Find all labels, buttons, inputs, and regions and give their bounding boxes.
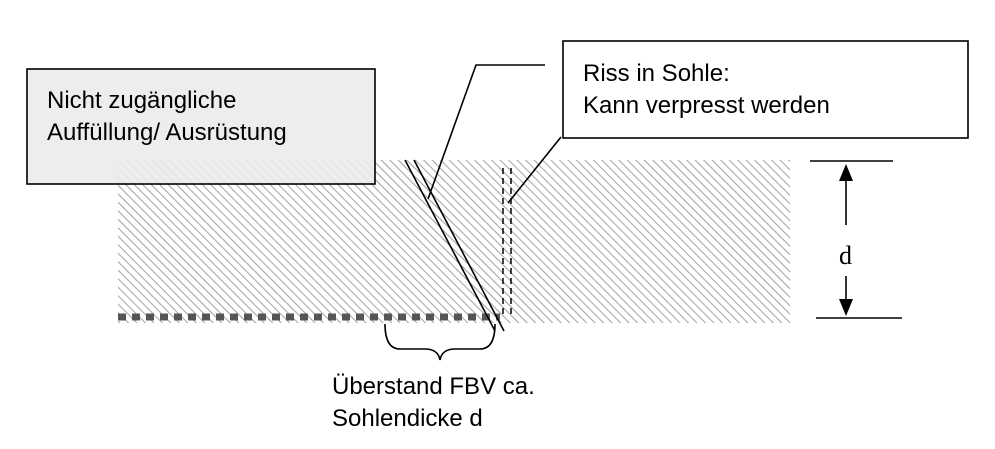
crack-line-right (413, 159, 505, 332)
crack-leader-line (427, 64, 545, 200)
overhang-label-line1: Überstand FBV ca. (332, 373, 535, 400)
thickness-label: d (839, 241, 852, 270)
dimension-down-arrowhead (839, 299, 853, 316)
crack-line-left (404, 159, 496, 332)
overhang-brace (384, 323, 496, 361)
inaccessible-fill-label-line1: Nicht zugängliche (47, 87, 236, 114)
inaccessible-fill-label-line2: Auffüllung/ Ausrüstung (47, 119, 287, 146)
crack-callout-line1: Riss in Sohle: (583, 60, 730, 87)
vertical-crack-leader-line (507, 136, 562, 204)
crack-callout-line2: Kann verpresst werden (583, 92, 830, 119)
inaccessible-fill-box (26, 68, 376, 185)
crack-callout-box (562, 40, 969, 139)
dimension-up-arrowhead (839, 164, 853, 181)
base-slab (118, 160, 790, 323)
overhang-label-line2: Sohlendicke d (332, 405, 483, 432)
